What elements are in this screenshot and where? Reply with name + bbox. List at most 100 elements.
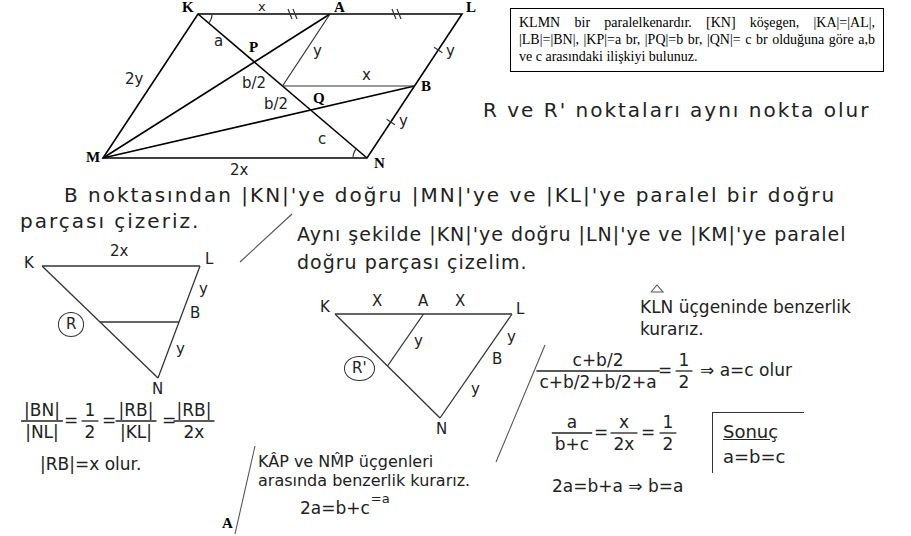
length-label: a bbox=[214, 34, 223, 49]
circled-point: R bbox=[58, 312, 84, 337]
triangle-symbol bbox=[651, 285, 663, 292]
angle-arc bbox=[353, 149, 356, 158]
fraction-part: x bbox=[619, 414, 629, 431]
point-label: K bbox=[24, 256, 34, 271]
length-label: y bbox=[176, 342, 185, 357]
segment bbox=[103, 86, 415, 158]
note: R ve R' noktaları aynı nokta olur bbox=[483, 100, 870, 120]
problem-box: KLMN bir paralelkenardır. [KN] köşegen, … bbox=[510, 8, 884, 72]
equals-sign: = bbox=[64, 412, 78, 429]
note: KLN üçgeninde benzerlik kurarız. bbox=[640, 296, 905, 340]
tick-mark bbox=[434, 47, 442, 53]
fraction-part: 2x bbox=[614, 436, 635, 453]
point-label: N bbox=[152, 382, 163, 397]
point-label: N bbox=[374, 156, 385, 171]
point-label: K bbox=[320, 300, 330, 315]
parallel-line bbox=[388, 314, 424, 366]
length-label: b/2 bbox=[264, 97, 288, 112]
fraction-bar bbox=[536, 370, 659, 371]
length-label: X bbox=[455, 294, 465, 309]
fraction-part: c+b/2 bbox=[573, 352, 624, 369]
point-label: A bbox=[222, 516, 233, 531]
fraction-part: 2 bbox=[679, 374, 690, 391]
segment bbox=[42, 265, 200, 266]
length-label: c bbox=[318, 132, 326, 147]
equation: 2a=b+c bbox=[300, 500, 370, 517]
point-label: P bbox=[249, 40, 258, 55]
point-label: Q bbox=[313, 91, 325, 106]
node-text: R bbox=[66, 316, 76, 333]
parallelogram bbox=[103, 14, 462, 158]
tick-mark bbox=[397, 9, 401, 19]
fraction-bar bbox=[21, 420, 63, 421]
tick-mark bbox=[387, 119, 395, 125]
point-label: A bbox=[418, 294, 428, 309]
length-label: y bbox=[199, 282, 208, 297]
circled-point: R' bbox=[344, 356, 375, 381]
node-text: a=b=c bbox=[723, 444, 786, 469]
fraction-part: 2 bbox=[663, 436, 674, 453]
point-label: L bbox=[205, 252, 213, 267]
fraction-bar bbox=[552, 432, 592, 433]
construction-lines bbox=[209, 9, 443, 158]
equals-sign: = bbox=[162, 412, 176, 429]
sketch-triangle bbox=[42, 266, 200, 378]
segment bbox=[335, 314, 440, 418]
divider-stroke bbox=[496, 345, 545, 462]
result-box: Sonuça=b=c bbox=[712, 412, 804, 473]
point-label: B bbox=[190, 306, 200, 321]
note: Aynı şekilde |KN|'ye doğru |LN|'ye ve |K… bbox=[297, 220, 897, 276]
point-label: B bbox=[492, 352, 502, 367]
fraction-bar bbox=[82, 420, 99, 421]
tick-mark bbox=[293, 9, 297, 19]
point-label: M bbox=[86, 150, 100, 165]
node-text: Sonuç bbox=[723, 419, 786, 444]
equation: =a bbox=[371, 492, 390, 505]
equals-sign: = bbox=[102, 412, 116, 429]
note: KÂP ve NM̂P üçgenleri arasında benzerlik… bbox=[258, 452, 488, 490]
node-text: KLMN bir paralelkenardır. [KN] köşegen, … bbox=[519, 15, 875, 65]
point-label: A bbox=[334, 0, 345, 15]
length-label: y bbox=[507, 330, 516, 345]
fraction-bar bbox=[660, 432, 677, 433]
fraction-bar bbox=[174, 420, 215, 421]
equation: |RB|=x olur. bbox=[40, 456, 141, 473]
segment bbox=[440, 314, 512, 418]
divider-stroke bbox=[235, 446, 255, 534]
tick-mark bbox=[392, 9, 396, 19]
length-label: b/2 bbox=[242, 76, 266, 91]
equation: ⇒ a=c olur bbox=[700, 362, 792, 379]
point-label: L bbox=[466, 0, 476, 15]
fraction-part: 2 bbox=[85, 424, 96, 441]
fraction-part: 2x bbox=[184, 424, 205, 441]
sketch-triangle bbox=[335, 314, 512, 418]
node-text: R' bbox=[352, 360, 367, 377]
equals-sign: = bbox=[594, 424, 608, 441]
fraction-part: b+c bbox=[555, 436, 589, 453]
length-label: x bbox=[362, 68, 371, 83]
fraction-part: |KL| bbox=[120, 424, 152, 441]
point-label: N bbox=[436, 422, 447, 437]
length-label: x bbox=[258, 0, 266, 13]
fraction-part: |RB| bbox=[177, 402, 212, 419]
equals-sign: = bbox=[658, 362, 672, 379]
fraction-part: 1 bbox=[679, 352, 690, 369]
length-label: y bbox=[446, 44, 455, 59]
fraction-bar bbox=[676, 370, 693, 371]
length-label: 2x bbox=[110, 244, 128, 259]
length-label: y bbox=[471, 382, 480, 397]
fraction-part: |RB| bbox=[119, 402, 154, 419]
length-label: X bbox=[372, 294, 382, 309]
fraction-bar bbox=[611, 432, 638, 433]
parallel-line bbox=[100, 321, 179, 322]
fraction-part: 1 bbox=[85, 402, 96, 419]
length-label: y bbox=[399, 114, 408, 129]
length-label: y bbox=[414, 334, 423, 349]
fraction-bar bbox=[116, 420, 157, 421]
point-label: L bbox=[516, 302, 524, 317]
fraction-part: |NL| bbox=[25, 424, 59, 441]
equation: 2a=b+a ⇒ b=a bbox=[552, 478, 683, 495]
parallel-line bbox=[283, 85, 415, 86]
divider-stroke bbox=[240, 214, 292, 262]
